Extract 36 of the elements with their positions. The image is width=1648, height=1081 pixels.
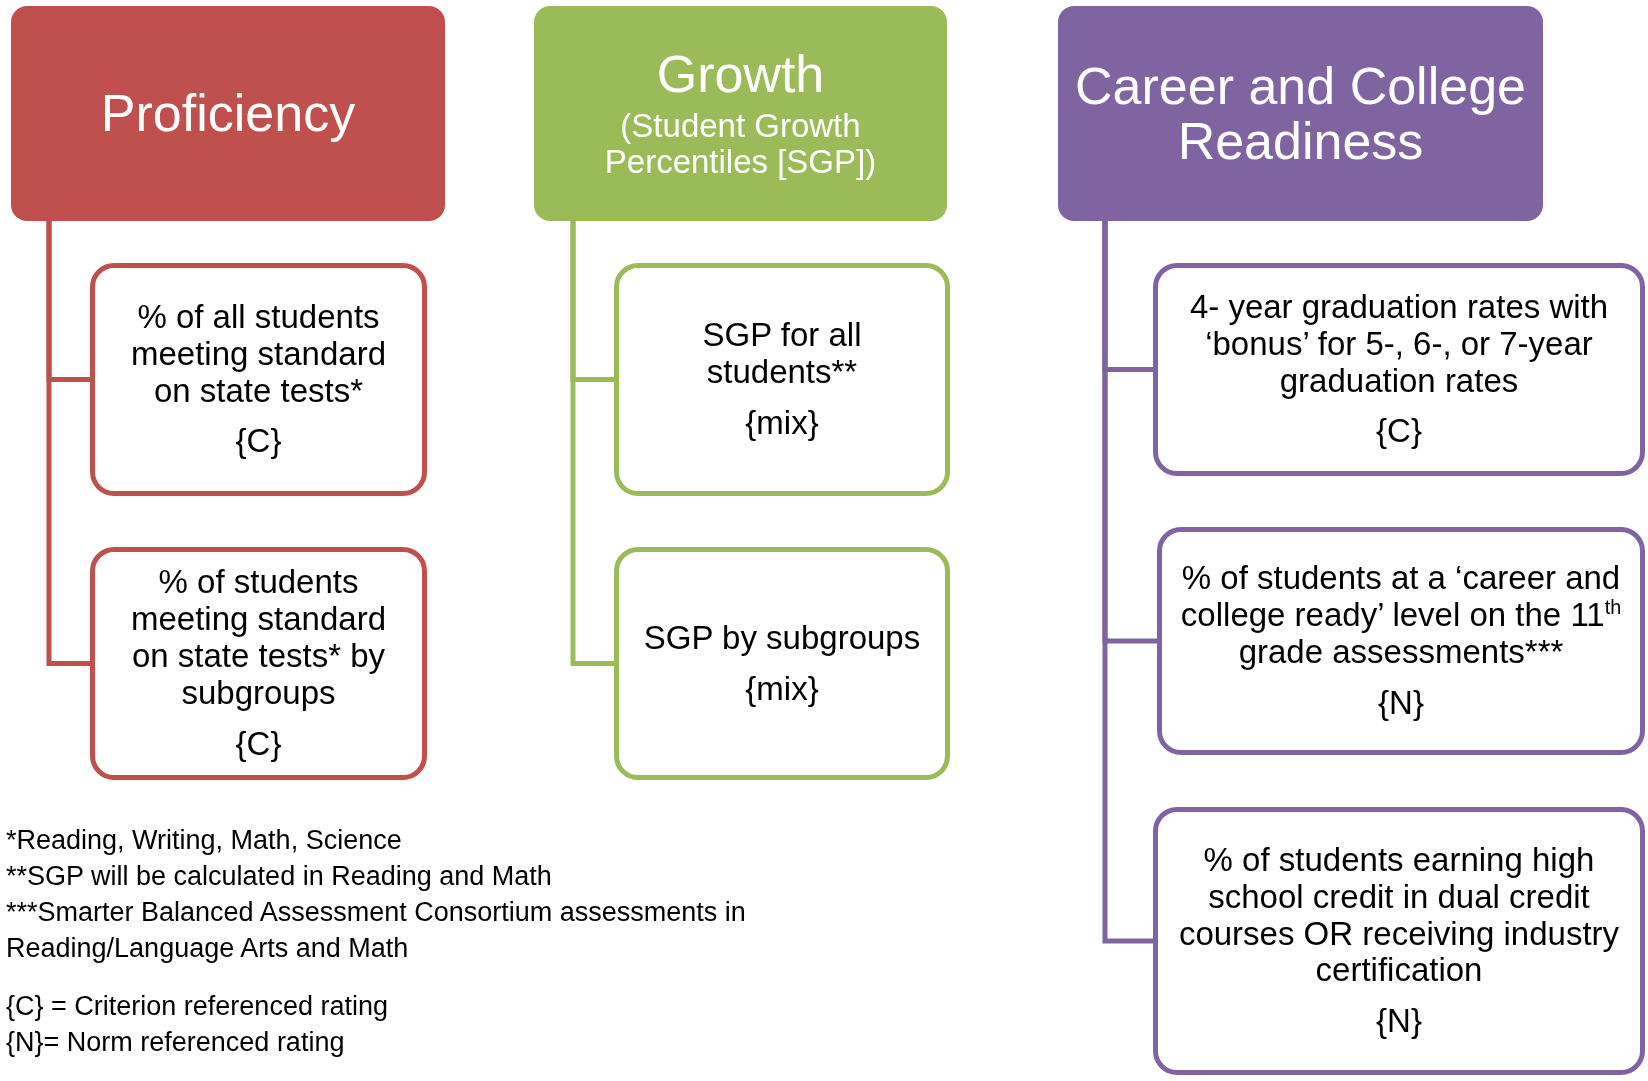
rating-code: {C} (235, 725, 282, 763)
footnote: ***Smarter Balanced Assessment Consortium assessments in Reading/Language Arts and Math (6, 896, 747, 965)
measure-text: % of students earning high school credit in dual credit courses OR receiving industry certification (1177, 841, 1621, 990)
measure-text: % of students at a ‘career and college ready’ level on the 11$^{th}$ grade assessments*** (1180, 560, 1622, 671)
footnote: {C} = Criterion referenced rating (6, 990, 389, 1023)
rating-code: {N} (1376, 1003, 1422, 1041)
measure-box (1157, 527, 1645, 755)
measure-text: SGP for all students** (701, 317, 863, 391)
rating-code: {N} (1378, 684, 1424, 722)
measure-text: % of all students meeting standard on state tests* (130, 298, 387, 410)
measure-box (1153, 807, 1645, 1075)
header-title: Proficiency (100, 86, 356, 141)
rating-code: {C} (1376, 413, 1422, 451)
measure-box (614, 263, 950, 496)
measure-box (1153, 263, 1645, 476)
connector-line (570, 221, 614, 666)
measure-box (90, 263, 427, 496)
category-header (1058, 6, 1543, 221)
connector-line (1102, 221, 1153, 944)
measure-text: 4- year graduation rates with ‘bonus’ for 5-, 6-, or 7-year graduation rates (1188, 288, 1610, 400)
header-subtitle: (Student Growth Percentiles [SGP]) (603, 107, 878, 181)
measure-box (614, 547, 950, 780)
measure-box (90, 547, 427, 780)
footnote: *Reading, Writing, Math, Science (6, 824, 403, 857)
rating-code: {mix} (745, 670, 819, 708)
footnote: **SGP will be calculated in Reading and Math (6, 860, 553, 893)
measure-text: SGP by subgroups (643, 619, 921, 657)
category-header (534, 6, 947, 221)
rating-code: {mix} (745, 404, 819, 442)
rating-code: {C} (235, 423, 282, 461)
footnote: {N}= Norm referenced rating (6, 1026, 346, 1059)
connector-line (46, 221, 90, 666)
header-title: Growth (656, 46, 825, 102)
header-title: Career and College Readiness (1074, 58, 1527, 169)
measure-text: % of students meeting standard on state tests* by subgroups (130, 564, 387, 712)
category-header (11, 6, 445, 221)
